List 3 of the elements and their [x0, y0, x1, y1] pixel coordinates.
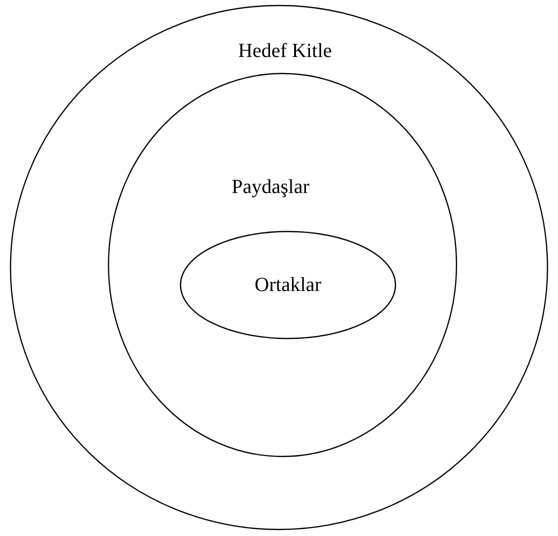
region-label: Hedef Kitle [238, 40, 332, 62]
region-label: Ortaklar [254, 274, 322, 296]
region-label: Paydaşlar [232, 176, 310, 198]
